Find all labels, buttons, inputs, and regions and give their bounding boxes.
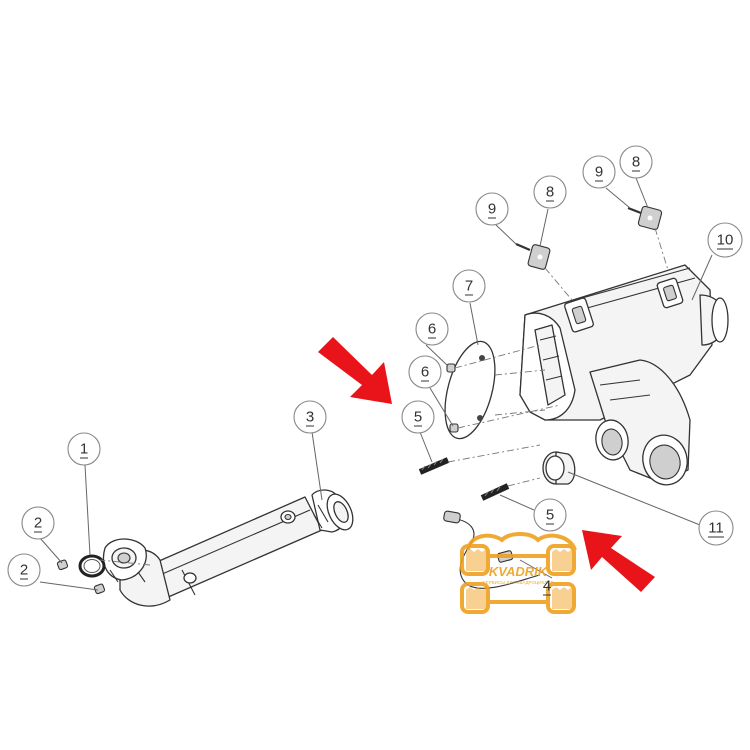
callout-part-1: 1 <box>67 432 101 466</box>
callout-part-2a: 2 <box>21 506 55 540</box>
watermark-tagline: СЕРВИСЫ ДЛЯ КВАДРОЦИКЛОВ <box>482 580 553 585</box>
part-number: 11 <box>708 520 724 537</box>
part-number: 5 <box>546 507 554 524</box>
part-number: 8 <box>546 184 554 201</box>
part-number: 7 <box>465 278 473 295</box>
callout-part-8b: 8 <box>619 145 653 179</box>
part-number: 6 <box>428 321 436 338</box>
callout-part-5b: 5 <box>533 498 567 532</box>
gasket-plate <box>444 340 496 440</box>
callout-part-5a: 5 <box>401 400 435 434</box>
watermark-logo: KVADRIK СЕРВИСЫ ДЛЯ КВАДРОЦИКЛОВ <box>460 532 577 614</box>
watermark-brand: KVADRIK <box>489 564 549 579</box>
assembly-lines <box>99 227 669 566</box>
part-number: 6 <box>421 364 429 381</box>
muffler <box>519 264 729 486</box>
part-number: 8 <box>632 154 640 171</box>
callout-part-6b: 6 <box>408 355 442 389</box>
callout-part-7: 7 <box>452 269 486 303</box>
part-number: 9 <box>488 201 496 218</box>
part-number: 3 <box>306 409 314 426</box>
red-arrow-left <box>318 337 392 404</box>
springs <box>418 457 510 501</box>
part-number: 9 <box>595 164 603 181</box>
callout-part-9a: 9 <box>475 192 509 226</box>
part-number: 1 <box>80 441 88 458</box>
callout-part-9b: 9 <box>582 155 616 189</box>
header-pipe <box>102 489 354 607</box>
red-arrow-right <box>582 530 655 592</box>
part-number: 2 <box>34 515 42 532</box>
muffler-brackets <box>515 205 663 270</box>
flange-nuts <box>56 559 106 595</box>
leader-lines <box>39 177 713 591</box>
part-number: 10 <box>717 232 734 249</box>
callout-part-3: 3 <box>293 400 327 434</box>
callout-part-4: 4 <box>543 578 551 596</box>
callout-part-2b: 2 <box>7 553 41 587</box>
callout-part-8a: 8 <box>533 175 567 209</box>
sleeve <box>542 451 576 485</box>
callout-part-10: 10 <box>707 222 743 258</box>
part-number: 4 <box>543 578 551 595</box>
callout-part-11: 11 <box>698 510 734 546</box>
part-number: 5 <box>414 409 422 426</box>
part-number: 2 <box>20 562 28 579</box>
callout-part-6a: 6 <box>415 312 449 346</box>
gasket-ring <box>78 554 106 578</box>
